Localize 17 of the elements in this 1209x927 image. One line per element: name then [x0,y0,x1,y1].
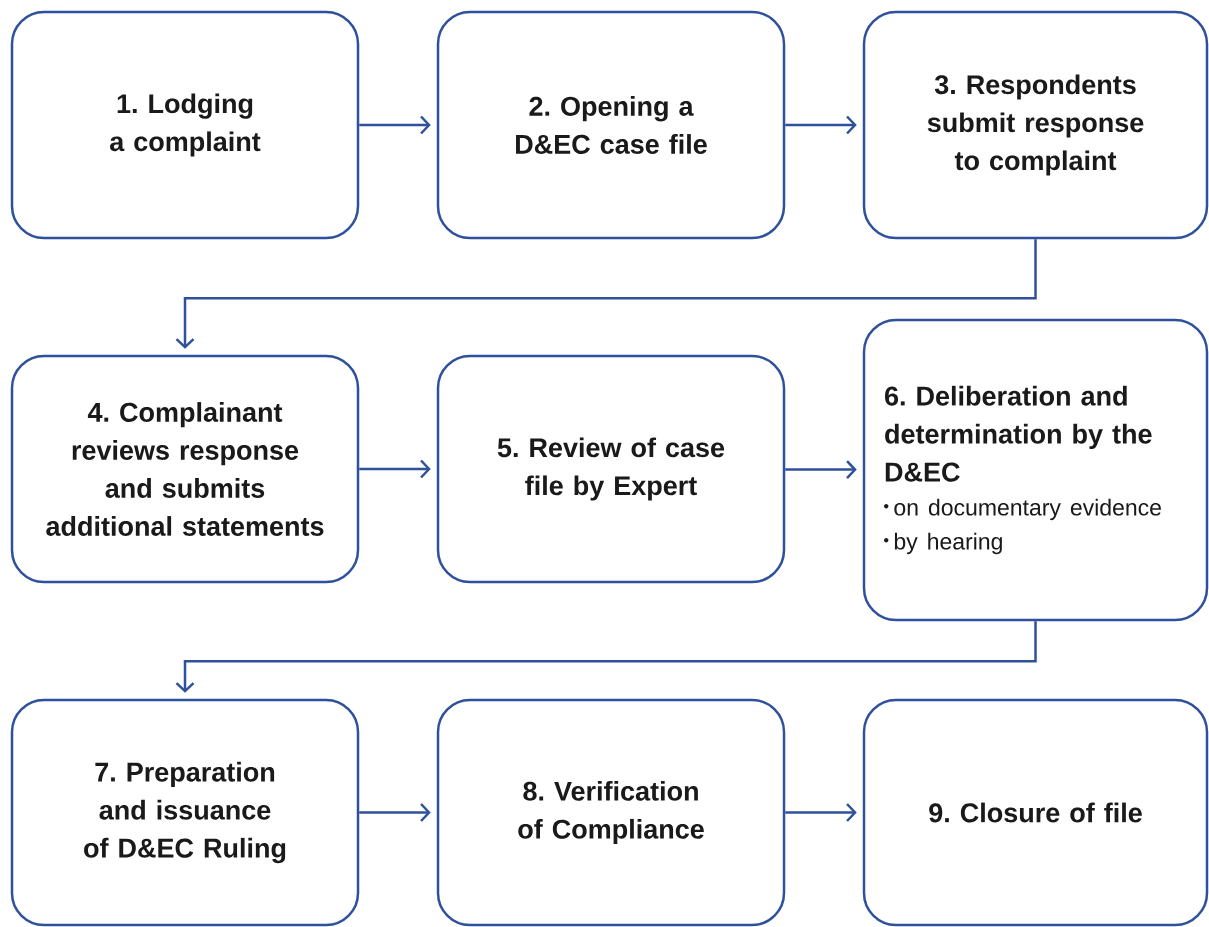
arrow [359,115,431,135]
process-box: 8. Verification of Compliance [436,698,786,927]
process-box: 2. Opening a D&EC case file [436,10,786,240]
arrow [359,459,431,479]
arrow [785,460,857,479]
process-box: 4. Complainant reviews response and submits additional statements [10,354,360,584]
process-box: 7. Preparation and issuance of D&EC Ruling [10,698,360,927]
arrow [785,115,857,135]
arrow [175,239,1037,349]
process-box: 1. Lodging a complaint [10,10,360,240]
process-box: 9. Closure of file [862,698,1209,927]
process-box: 3. Respondents submit response to complaint [862,10,1209,240]
arrow [359,803,431,822]
arrow [785,803,857,822]
arrow [175,621,1037,693]
process-box: 6. Deliberation and determination by the D&EC on documentary evidence by hearing [862,318,1209,622]
process-box: 5. Review of case file by Expert [436,354,786,584]
